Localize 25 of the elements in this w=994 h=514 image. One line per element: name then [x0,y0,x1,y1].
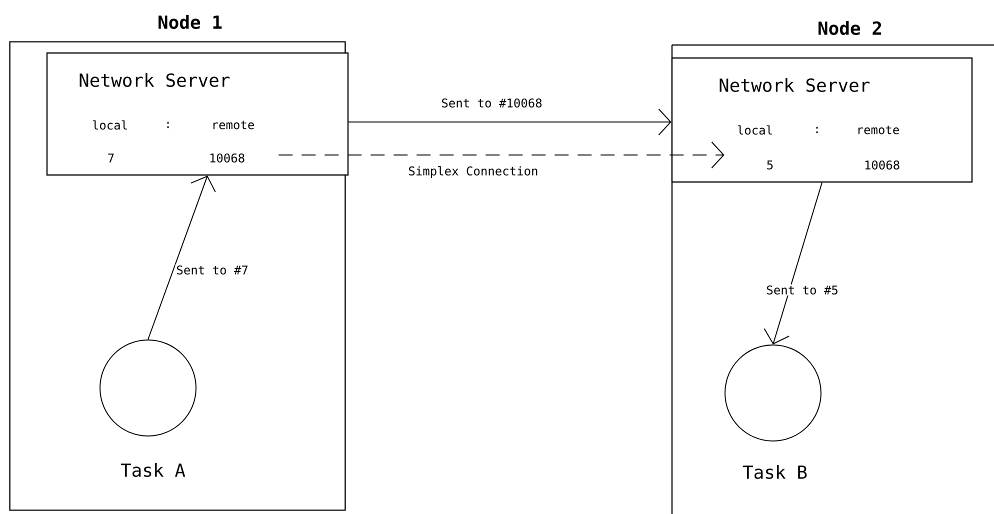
arrow [348,108,672,136]
edge-label: Sent to #5 [765,284,840,296]
table-cell: 5 [767,160,773,170]
table-cell: local [92,120,127,130]
node-label: Task A [120,463,186,477]
table-cell: 10068 [210,153,244,163]
box-title: Network Server [80,73,230,87]
node-label: Task B [742,465,807,479]
edge-label: Simplex Connection [407,165,540,179]
table-cell: : [167,122,169,128]
arrow [278,142,724,168]
node-label: Node 1 [158,15,222,29]
box-title: Network Server [720,78,870,92]
server-box [671,57,973,183]
table-cell: local [738,125,772,135]
table-cell: 10068 [865,160,900,170]
table-cell: 7 [108,154,114,162]
table-cell: : [816,126,818,134]
arrow [764,182,822,344]
table-cell: remote [858,126,899,134]
arrow [148,176,216,340]
server-box [46,52,349,176]
edge-label: Sent to #10068 [440,97,544,109]
table-cell: remote [213,120,254,130]
edge-label: Sent to #7 [175,264,250,276]
